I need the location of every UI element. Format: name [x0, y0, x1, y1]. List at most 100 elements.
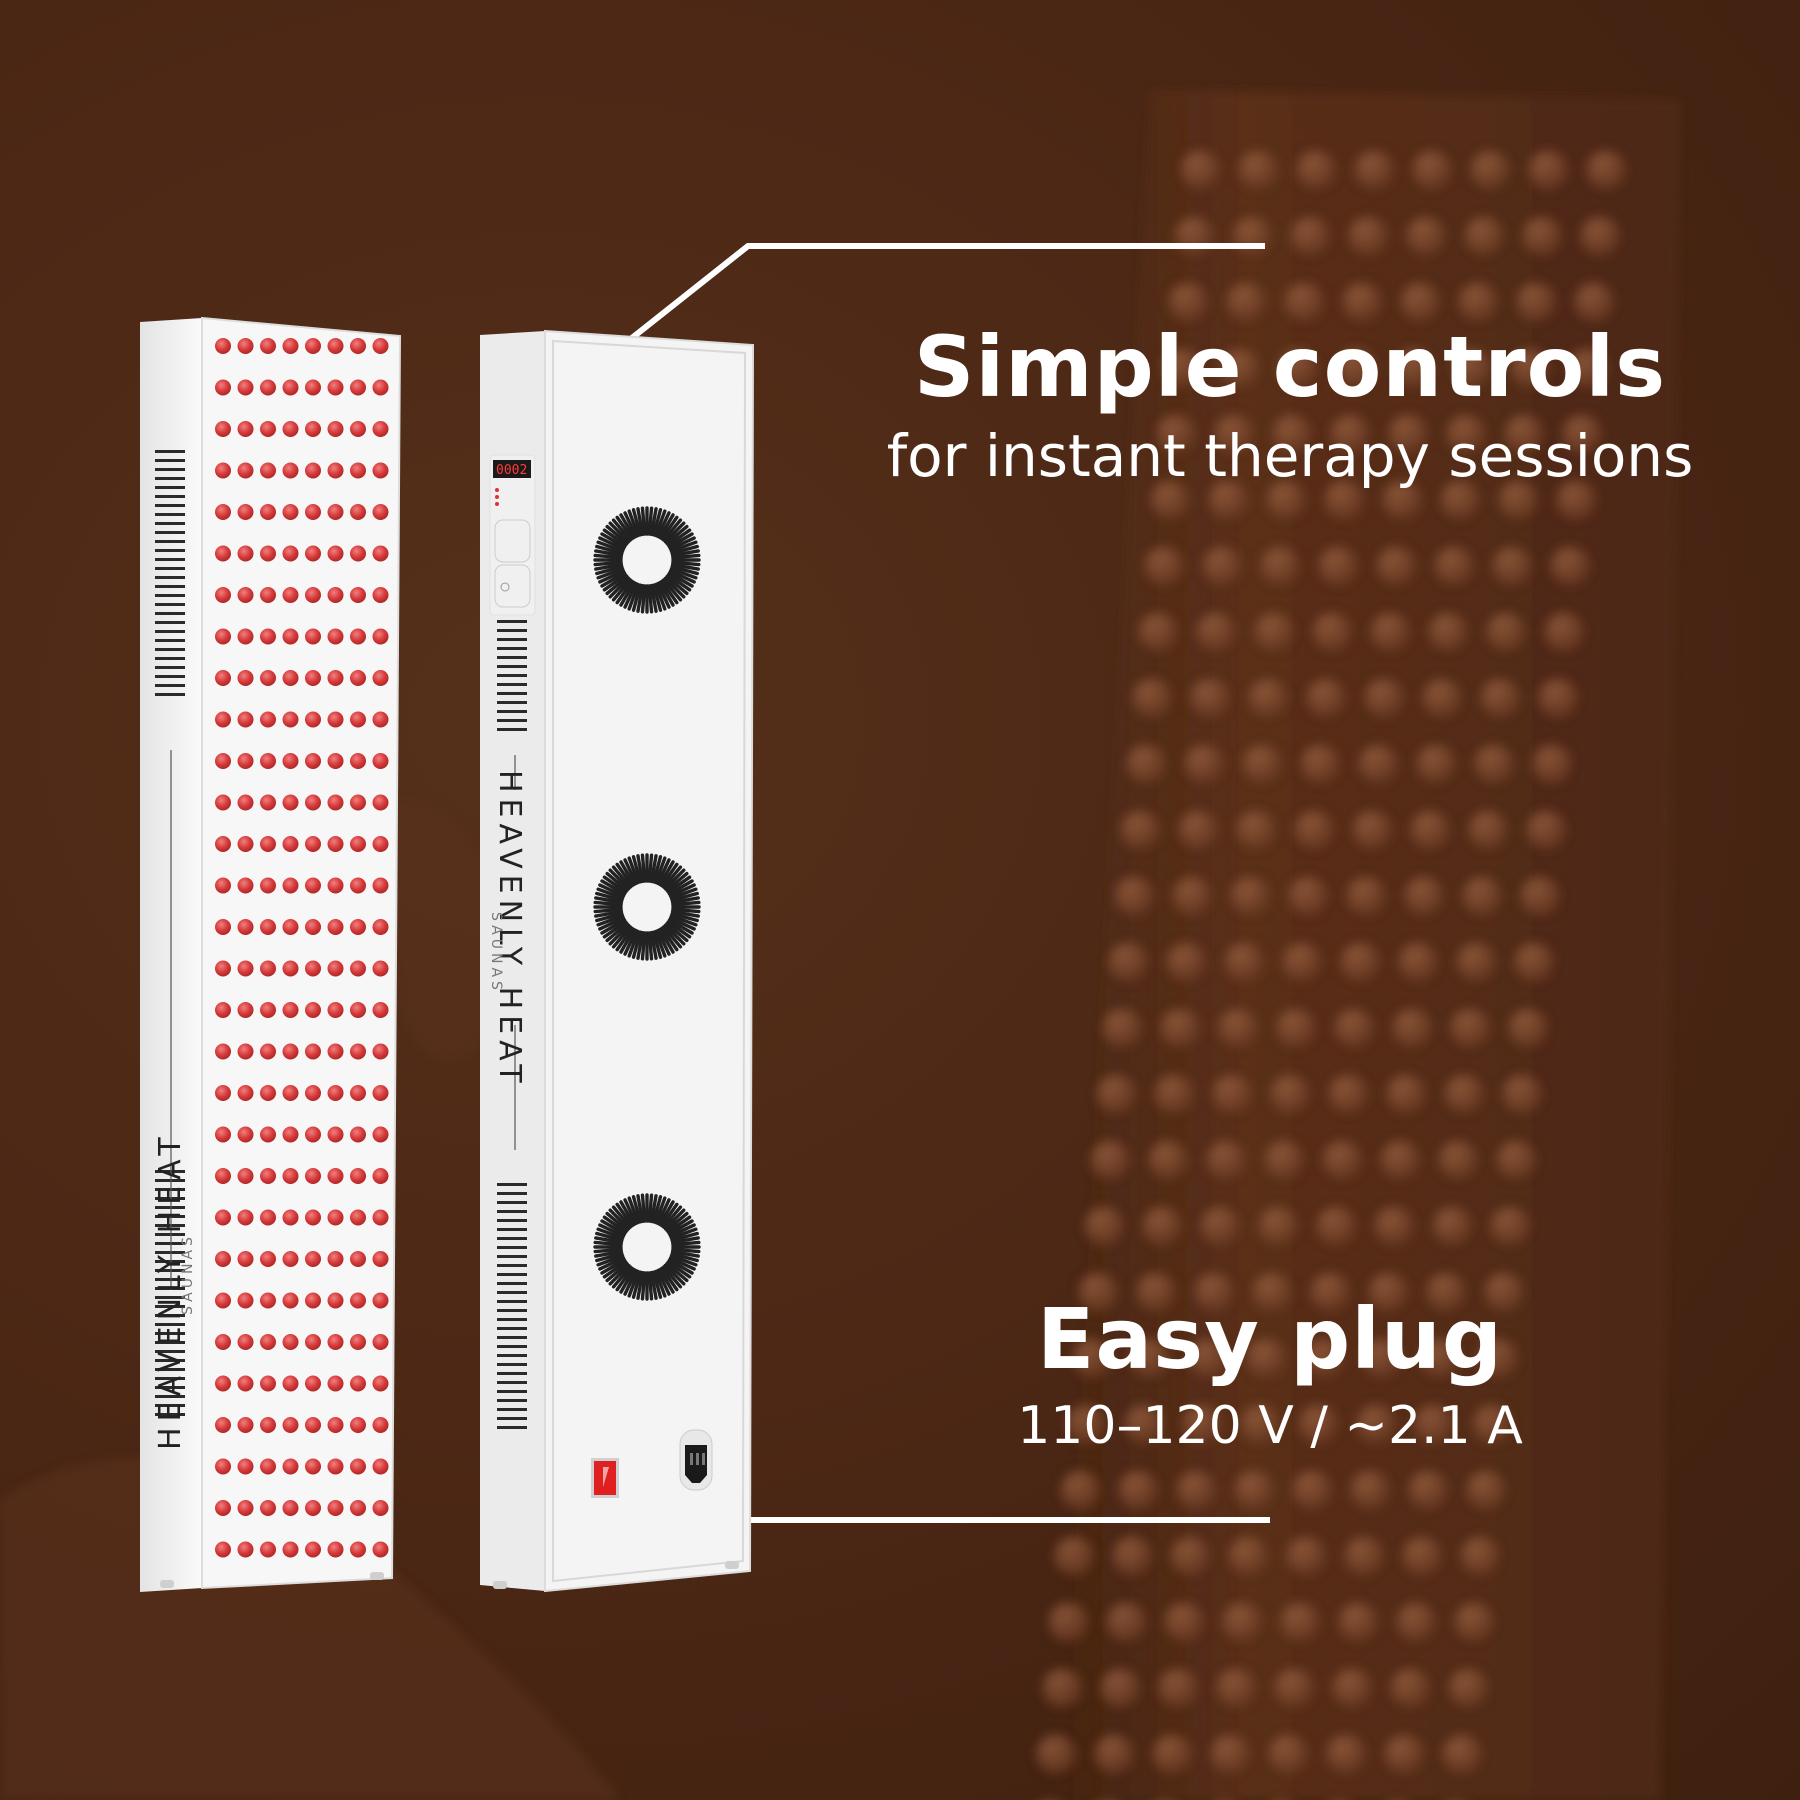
- background-led-dot: [1322, 1140, 1362, 1180]
- led-bulb: [305, 1168, 321, 1184]
- led-bulb: [350, 545, 366, 562]
- led-bulb: [260, 919, 276, 935]
- led-bulb: [327, 1417, 344, 1433]
- vent-slot: [497, 1399, 527, 1402]
- led-bulb: [260, 421, 276, 437]
- vent-slot: [155, 648, 185, 651]
- background-led-dot: [1084, 1206, 1124, 1246]
- led-bulb: [350, 919, 366, 935]
- control-panel[interactable]: 0002: [489, 454, 536, 616]
- background-led-dot: [1336, 348, 1376, 388]
- vent-slot: [497, 1426, 527, 1429]
- vent-slot: [155, 630, 185, 633]
- led-bulb: [372, 794, 389, 811]
- led-bulb: [260, 1500, 276, 1516]
- led-bulb: [350, 1085, 366, 1101]
- led-bulb: [372, 1417, 389, 1433]
- led-bulb: [305, 1375, 321, 1392]
- background-led-dot: [1194, 1272, 1234, 1312]
- background-led-dot: [1388, 414, 1428, 454]
- vent-slot: [155, 522, 185, 525]
- led-bulb: [260, 1334, 276, 1350]
- background-led-dot: [1402, 1536, 1442, 1576]
- power-switch-icon[interactable]: [591, 1458, 619, 1498]
- led-bulb: [327, 670, 344, 686]
- background-led-dot: [1332, 1668, 1372, 1708]
- background-led-dot: [1502, 1074, 1542, 1114]
- led-bulb: [372, 670, 389, 686]
- background-led-dot: [1136, 1272, 1176, 1312]
- background-led-dot: [1252, 1272, 1292, 1312]
- background-led-dot: [1078, 1272, 1118, 1312]
- background-led-dot: [1528, 150, 1568, 190]
- background-led-dot: [1240, 1404, 1280, 1444]
- vent-slot: [497, 629, 527, 632]
- background-led-dot: [1460, 1536, 1500, 1576]
- led-bulb: [260, 1458, 276, 1475]
- background-led-dot: [1586, 150, 1626, 190]
- vent-slot: [155, 1305, 185, 1308]
- background-led-dot: [1400, 282, 1440, 322]
- vent-slot: [155, 1179, 185, 1182]
- led-bulb: [372, 1251, 389, 1267]
- led-bulb: [215, 421, 231, 437]
- led-bulb: [372, 379, 389, 396]
- vent-slot: [155, 1278, 185, 1281]
- led-bulb: [237, 1500, 254, 1516]
- led-bulb: [305, 1043, 321, 1060]
- background-led-dot: [1444, 1074, 1484, 1114]
- led-bulb: [282, 379, 299, 396]
- led-bulb: [305, 836, 321, 852]
- vent-slot: [497, 674, 527, 677]
- background-led-dot: [1326, 1734, 1366, 1774]
- control-button[interactable]: [494, 519, 531, 563]
- background-led-dot: [1352, 810, 1392, 850]
- background-led-dot: [1346, 876, 1386, 916]
- led-bulb: [237, 504, 254, 520]
- led-bulb: [237, 670, 254, 686]
- led-bulb: [305, 628, 321, 645]
- background-led-dot: [1446, 414, 1486, 454]
- led-bulb: [305, 379, 321, 396]
- background-led-dot: [1236, 810, 1276, 850]
- background-led-dot: [1154, 1074, 1194, 1114]
- vent-slot: [155, 477, 185, 480]
- vent-slot: [497, 1381, 527, 1384]
- led-bulb: [305, 877, 321, 894]
- vent-slot: [155, 1413, 185, 1416]
- vent-slot: [155, 540, 185, 543]
- led-bulb: [260, 877, 276, 894]
- led-bulb: [237, 1085, 254, 1101]
- background-led-dot: [1054, 1536, 1094, 1576]
- background-led-dot: [1456, 942, 1496, 982]
- led-bulb: [305, 711, 321, 728]
- led-bulb: [237, 628, 254, 645]
- power-socket-icon[interactable]: [679, 1429, 713, 1491]
- led-bulb: [327, 1126, 344, 1143]
- led-bulb: [372, 1168, 389, 1184]
- background-led-dot: [1508, 1008, 1548, 1048]
- led-bulb: [372, 1043, 389, 1060]
- background-led-dot: [1350, 1470, 1390, 1510]
- background-led-dot: [1180, 150, 1220, 190]
- led-bulb: [282, 1251, 299, 1267]
- led-bulb: [305, 421, 321, 437]
- vent-slot: [497, 1372, 527, 1375]
- led-bulb: [372, 1292, 389, 1309]
- control-button[interactable]: [494, 564, 531, 608]
- led-bulb: [350, 877, 366, 894]
- vent-slot: [497, 710, 527, 713]
- background-led-dot: [1106, 1602, 1146, 1642]
- vent-slot: [497, 1201, 527, 1204]
- vent-slot: [155, 1368, 185, 1371]
- led-bulb: [260, 670, 276, 686]
- background-led-dot: [1522, 216, 1562, 256]
- led-bulb: [327, 1085, 344, 1101]
- background-led-dot: [1170, 1536, 1210, 1576]
- background-led-dot: [1344, 1536, 1384, 1576]
- vent-slot: [497, 1309, 527, 1312]
- led-bulb: [282, 1334, 299, 1350]
- background-led-dot: [1118, 1470, 1158, 1510]
- led-bulb: [260, 1002, 276, 1018]
- led-bulb: [372, 1541, 389, 1558]
